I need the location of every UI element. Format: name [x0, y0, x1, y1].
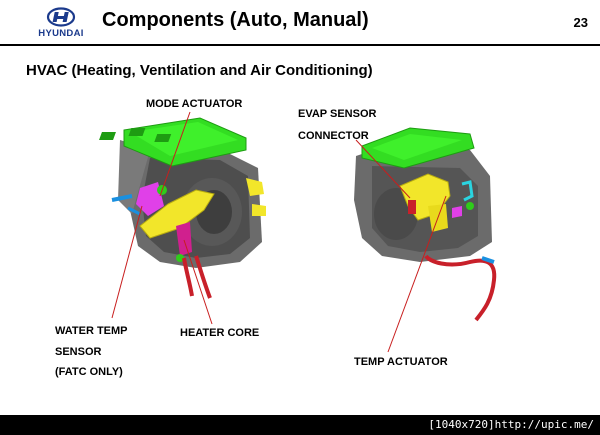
- slide: HYUNDAI Components (Auto, Manual) 23 HVA…: [0, 0, 600, 415]
- label-evap-sensor-line2: CONNECTOR: [298, 130, 369, 142]
- label-mode-actuator: MODE ACTUATOR: [146, 98, 243, 110]
- label-water-temp-line3: (FATC ONLY): [55, 366, 123, 378]
- page-number: 23: [573, 15, 588, 30]
- section-title: HVAC (Heating, Ventilation and Air Condi…: [26, 62, 373, 79]
- label-heater-core: HEATER CORE: [180, 327, 260, 339]
- label-temp-actuator: TEMP ACTUATOR: [354, 356, 448, 368]
- label-water-temp-line1: WATER TEMP: [55, 325, 128, 337]
- hvac-unit-right: [354, 127, 497, 322]
- header-divider: [0, 44, 600, 46]
- label-evap-sensor-line1: EVAP SENSOR: [298, 108, 377, 120]
- hvac-unit-left: [99, 117, 266, 299]
- hvac-illustration: [99, 111, 497, 353]
- leader-lines: [111, 111, 447, 353]
- hyundai-logo-wordmark: HYUNDAI: [38, 28, 83, 38]
- hyundai-logo: HYUNDAI: [38, 7, 83, 38]
- slide-header: HYUNDAI Components (Auto, Manual) 23: [0, 0, 600, 44]
- label-water-temp-line2: SENSOR: [55, 346, 102, 358]
- footer-bar: [1040x720]http://upic.me/: [0, 415, 600, 435]
- page-title: Components (Auto, Manual): [102, 9, 369, 31]
- image-stamp: [1040x720]http://upic.me/: [428, 418, 594, 431]
